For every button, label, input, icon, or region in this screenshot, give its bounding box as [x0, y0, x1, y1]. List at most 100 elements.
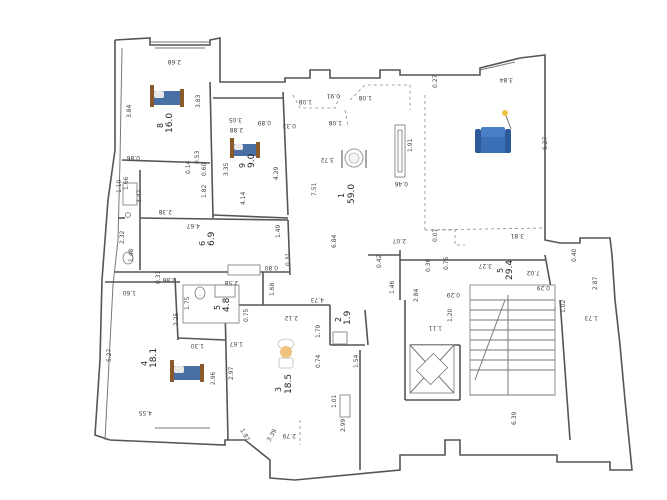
dimension: 0.74	[315, 354, 322, 368]
room-number: 4	[140, 361, 149, 366]
dimension: 2.25	[173, 312, 180, 326]
dimension: 0.86	[126, 154, 140, 161]
dimension: 2.12	[284, 314, 298, 321]
dimension: 4.29	[273, 166, 280, 180]
dimension: 2.99	[340, 418, 347, 432]
dimension-labels: 2.68 3.84 3.83 0.86 0.14 0.53 0.60 1.82 …	[106, 58, 599, 443]
dining-icon	[341, 148, 367, 168]
dimension: 0.89	[257, 119, 271, 126]
dimension: 4.55	[138, 409, 152, 416]
washer	[227, 264, 261, 276]
dimension: 3.35	[223, 162, 230, 176]
dimension: 3.39	[266, 428, 279, 443]
dimension: 2.88	[229, 126, 243, 133]
dimension: 1.67	[229, 340, 243, 347]
room-number: 1	[337, 193, 346, 198]
dimension: 0.76	[443, 256, 450, 270]
dimension: 3.81	[510, 232, 524, 239]
dimension: 1.10	[116, 179, 123, 193]
room-area: 4.8	[222, 297, 232, 312]
room-area: 6.9	[207, 231, 217, 246]
stairs-icon	[469, 284, 556, 396]
dimension: 1.08	[328, 119, 342, 126]
bed-icon	[150, 85, 184, 107]
dimension: 1.20	[447, 308, 454, 322]
cook-icon	[277, 338, 295, 369]
room-number: 6	[198, 241, 207, 246]
dimension: 0.60	[201, 162, 208, 176]
dimension: 1.08	[358, 94, 372, 101]
room-number: 5	[213, 305, 222, 310]
dimension: 3.84	[126, 104, 133, 118]
dimension: 3.83	[195, 94, 202, 108]
dimension: 2.87	[592, 276, 599, 290]
dimension: 0.36	[425, 258, 432, 272]
dimension: 6.39	[511, 411, 518, 425]
room-area: 59.0	[347, 184, 357, 204]
dimension: 1.60	[122, 289, 136, 296]
dimension: 4.14	[240, 191, 247, 205]
room-number: 5	[496, 268, 505, 273]
dimension: 2.84	[413, 288, 420, 302]
dimension: 2.32	[119, 230, 126, 244]
room-number: 9	[238, 163, 247, 168]
dimension: 0.91	[326, 92, 340, 99]
dimension: 4.67	[186, 222, 200, 229]
dimension: 7.02	[526, 269, 540, 276]
room-area: 1.9	[343, 310, 353, 325]
dimension: 1.75	[184, 296, 191, 310]
dimension: 2.79	[282, 432, 296, 439]
dimension: 6.84	[331, 234, 338, 248]
sink	[214, 284, 236, 298]
dimension: 0.46	[394, 180, 408, 187]
small-sink	[332, 331, 348, 345]
dimension: 3.27	[478, 262, 492, 269]
dimension: 2.07	[392, 237, 406, 244]
dimension: 6.27	[542, 136, 549, 150]
dimension: 7.51	[311, 182, 318, 196]
toilet-2	[122, 251, 134, 265]
dimension: 0.07	[432, 228, 439, 242]
room-number: 2	[334, 317, 343, 322]
dimension: 0.29	[536, 284, 550, 291]
room-area: 9.0	[247, 153, 257, 168]
dimension: 2.97	[228, 366, 235, 380]
dimension: 1.91	[407, 138, 414, 152]
room-labels: 8 16.0 9 9.0 1 59.0 6 6.9 5 4.8 2 1.9 3 …	[140, 113, 515, 394]
toilet	[194, 286, 206, 300]
dimension: 1.79	[315, 324, 322, 338]
dimension: 3.05	[228, 116, 242, 123]
interior-walls	[105, 81, 571, 470]
dimension: 1.46	[389, 280, 396, 294]
dimension: 1.08	[298, 98, 312, 105]
dimension: 1.82	[201, 184, 208, 198]
dimension: 0.40	[571, 248, 578, 262]
dimension: 1.11	[428, 324, 442, 331]
dimension: 2.58	[224, 279, 238, 286]
room-number: 3	[274, 387, 283, 392]
dimension: 1.54	[353, 354, 360, 368]
dimension: 0.53	[194, 150, 201, 164]
room-area: 29.4	[505, 260, 515, 280]
dimension: 1.73	[584, 314, 598, 321]
dimension: 0.31	[285, 252, 292, 266]
fixtures	[122, 124, 455, 418]
dimension: 0.27	[432, 74, 439, 88]
dimension: 3.47	[136, 189, 143, 203]
dimension: 2.96	[210, 371, 217, 385]
room-number: 8	[156, 123, 165, 128]
outer-walls	[94, 37, 633, 481]
dimension: 3.84	[499, 76, 513, 83]
dashed-outlines	[292, 84, 546, 445]
room-area: 16.0	[165, 113, 175, 133]
dimension: 1.02	[560, 299, 567, 313]
dimension: 0.75	[243, 308, 250, 322]
dimension: 0.80	[264, 264, 278, 271]
dimension: 1.49	[275, 224, 282, 238]
counter-sink	[397, 129, 403, 173]
dimension: 0.31	[155, 270, 162, 284]
dimension: 1.01	[331, 394, 338, 408]
drain	[125, 212, 131, 218]
bed-icon	[170, 360, 204, 382]
